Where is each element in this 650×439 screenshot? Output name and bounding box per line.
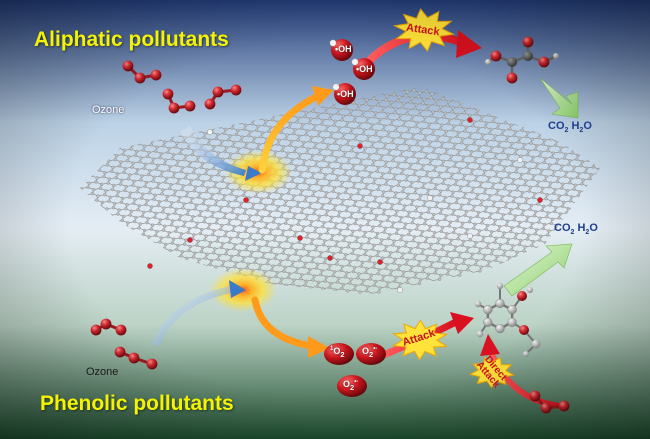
sheet-atom — [187, 237, 193, 243]
sheet-atom — [243, 197, 249, 203]
superoxide-radical-1: O2•- — [362, 346, 378, 359]
sheet-atom — [397, 287, 403, 293]
sheet-atom — [327, 255, 333, 261]
hydroxyl-radical-1: •OH — [335, 44, 352, 54]
sheet-atom — [517, 157, 523, 163]
hydroxyl-radical-3: •OH — [337, 89, 354, 99]
sheet-atom — [357, 143, 363, 149]
sheet-atom — [207, 129, 213, 135]
product-label-top: CO2 H2O — [548, 120, 592, 135]
sheet-atom — [297, 235, 303, 241]
sheet-atom — [427, 195, 433, 201]
superoxide-radical-2: O2•- — [343, 379, 359, 392]
sheet-atom — [467, 117, 473, 123]
sheet-atom — [147, 263, 153, 269]
sheet-atom — [467, 233, 473, 239]
singlet-oxygen: 1O2 — [330, 346, 345, 359]
ozone-label-top: Ozone — [92, 104, 125, 116]
hydroxyl-radical-2: •OH — [356, 64, 373, 74]
phenolic-title: Phenolic pollutants — [40, 392, 234, 415]
product-label-bottom: CO2 H2O — [554, 222, 598, 237]
aliphatic-title: Aliphatic pollutants — [34, 28, 229, 51]
sheet-atom — [377, 259, 383, 265]
sheet-atom — [537, 197, 543, 203]
ozone-label-bottom: Ozone — [86, 366, 119, 378]
